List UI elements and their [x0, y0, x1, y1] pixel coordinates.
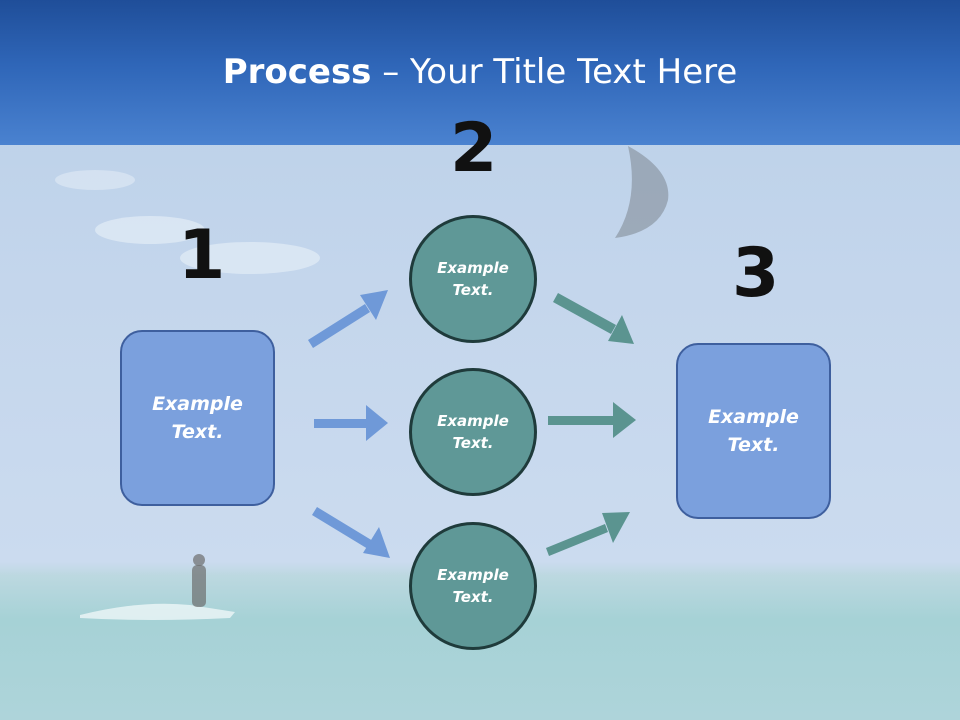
cloud [55, 170, 135, 190]
step-3-label: Example Text. [708, 405, 799, 457]
arrow-top-to-3 [553, 293, 634, 344]
step-2-circle-middle: Example Text. [409, 368, 537, 496]
title-bold: Process [222, 52, 372, 92]
title-bar [0, 0, 960, 145]
cloud [95, 216, 205, 244]
circle-label-top: Example Text. [437, 258, 509, 300]
kite-shape [615, 146, 669, 238]
slide-title: Process – Your Title Text Here [0, 52, 960, 92]
step-2-circle-top: Example Text. [409, 215, 537, 343]
step-number-1: 1 [178, 216, 226, 295]
arrow-1-to-top [308, 290, 388, 348]
cloud [180, 242, 320, 274]
step-1-label: Example Text. [152, 392, 243, 444]
arrow-middle-to-3 [548, 402, 636, 438]
step-2-circle-bottom: Example Text. [409, 522, 537, 650]
step-number-2: 2 [450, 109, 498, 188]
step-3-box: Example Text. [676, 343, 831, 519]
kiter-figure [192, 565, 206, 607]
kiter-head [193, 554, 205, 566]
arrow-bottom-to-3 [546, 512, 630, 556]
arrow-1-to-bottom [312, 507, 390, 558]
circle-label-middle: Example Text. [437, 411, 509, 453]
arrow-1-to-middle [314, 405, 388, 441]
circle-label-bottom: Example Text. [437, 565, 509, 607]
water-spray [80, 603, 235, 620]
step-1-box: Example Text. [120, 330, 275, 506]
step-number-3: 3 [732, 234, 780, 313]
title-rest: – Your Title Text Here [371, 52, 738, 92]
